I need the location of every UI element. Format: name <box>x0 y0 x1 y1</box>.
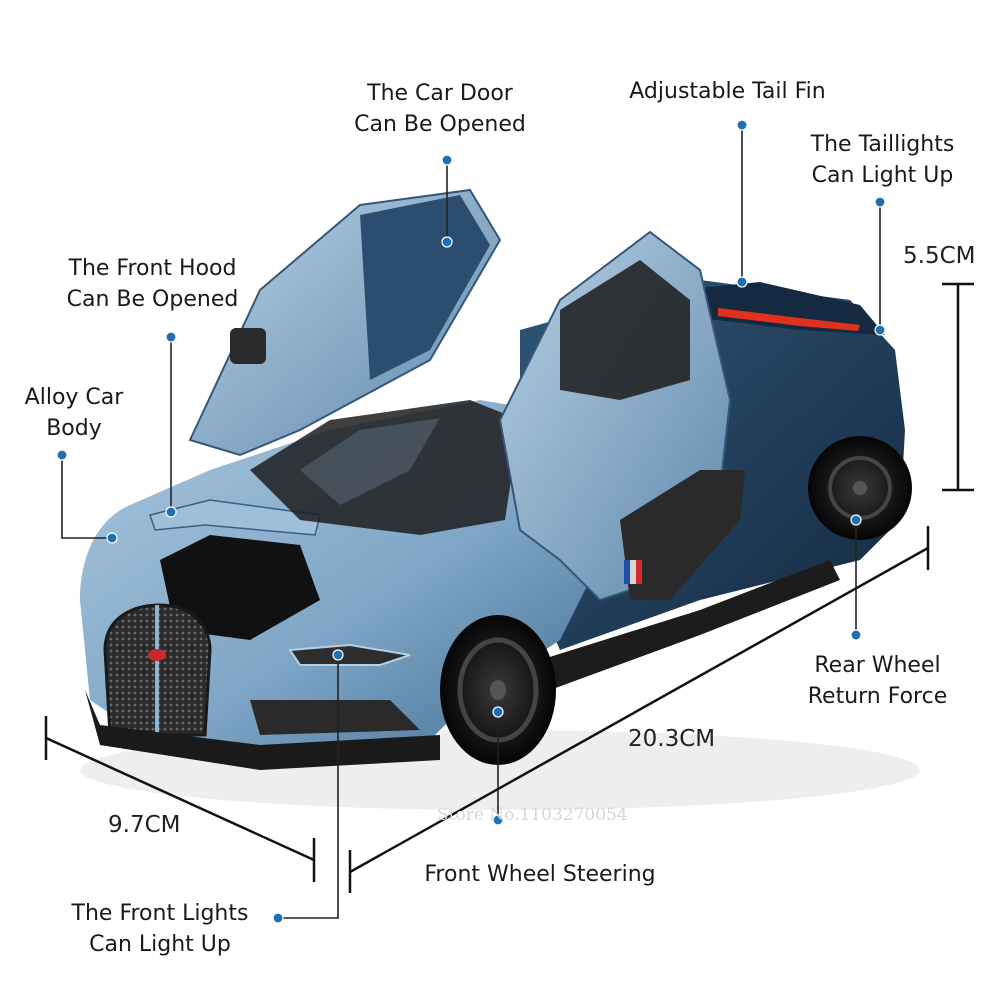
callout-tail-fin: Adjustable Tail Fin <box>629 79 826 104</box>
dot-front-lights-end <box>272 912 284 924</box>
dot-tail-fin-top <box>736 119 748 131</box>
dot-rear-wheel-bottom <box>850 629 862 641</box>
front-splitter <box>85 690 440 770</box>
flag-badge-red <box>636 560 642 584</box>
tail-fin <box>680 282 885 335</box>
dimension-height-label: 5.5CM <box>903 243 976 269</box>
dot-tail-fin <box>736 276 748 288</box>
dot-alloy-body-top <box>56 449 68 461</box>
width-line <box>45 736 315 862</box>
callout-front-hood: The Front Hood Can Be Opened <box>66 256 239 312</box>
headlight <box>288 643 411 666</box>
leader-alloy-body <box>61 455 112 539</box>
leader-lines <box>61 125 881 919</box>
left-mirror <box>230 328 266 364</box>
dot-car-door <box>441 236 453 248</box>
side-carbon-panel <box>620 470 745 600</box>
callout-front-lights: The Front Lights Can Light Up <box>71 901 249 957</box>
windshield-reflection <box>300 418 440 505</box>
open-hood <box>149 499 321 536</box>
engine-bay <box>160 535 320 640</box>
length-line <box>349 546 929 874</box>
dot-front-wheel <box>492 706 504 718</box>
rear-wheel-hub <box>853 481 867 495</box>
callout-alloy-body: Alloy Car Body <box>24 385 124 441</box>
dot-taillights <box>874 324 886 336</box>
dot-rear-wheel <box>850 514 862 526</box>
dot-front-hood <box>165 506 177 518</box>
dot-front-hood-top <box>165 331 177 343</box>
badge <box>148 649 166 661</box>
callout-car-door: The Car Door Can Be Opened <box>354 81 526 137</box>
dot-car-door-top <box>441 154 453 166</box>
right-door-window <box>560 260 690 400</box>
callout-rear-wheel: Rear Wheel Return Force <box>807 653 948 709</box>
dot-alloy-body <box>106 532 118 544</box>
leader-front-lights <box>278 655 339 919</box>
flag-badge-blue <box>624 560 630 584</box>
dimension-lines <box>44 282 974 893</box>
dot-front-lights <box>332 649 344 661</box>
lower-intake <box>250 700 420 735</box>
callout-front-wheel: Front Wheel Steering <box>424 862 656 887</box>
store-watermark: Store No.1103270054 <box>437 805 628 825</box>
front-wheel-hub <box>490 680 506 700</box>
dot-front-wheel-bottom <box>492 814 504 826</box>
taillight-strip <box>718 308 860 331</box>
leader-dots <box>56 119 886 924</box>
dot-taillights-top <box>874 196 886 208</box>
side-skirt <box>540 560 840 690</box>
left-door-inner <box>360 195 490 380</box>
callout-taillights: The Taillights Can Light Up <box>810 132 955 188</box>
dimension-width-label: 9.7CM <box>108 812 181 838</box>
dimension-length-label: 20.3CM <box>628 726 716 752</box>
